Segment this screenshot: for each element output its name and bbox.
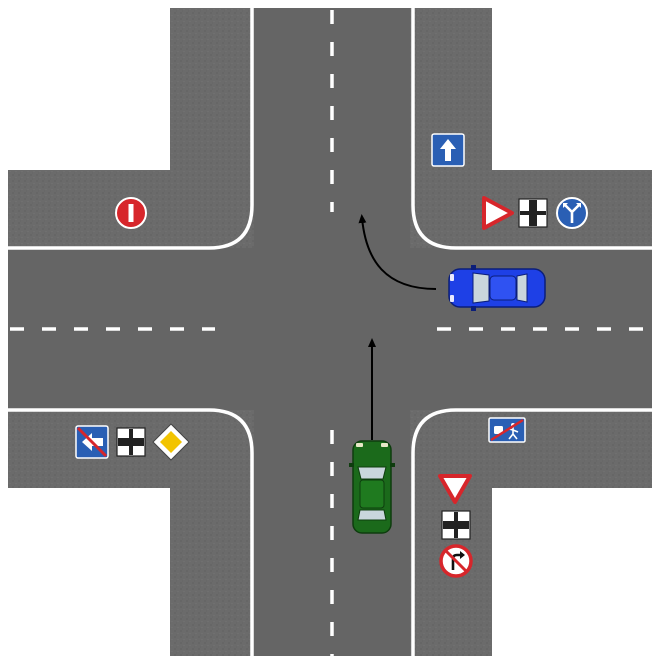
end-of-pedestrian-zone-sign-icon [488, 417, 526, 443]
movement-arrows [358, 214, 437, 440]
lane-markings [10, 10, 652, 656]
blue-car-path-arrow [358, 214, 437, 290]
curb-se [411, 408, 652, 656]
no-entry-sign-icon [115, 197, 147, 229]
signs-southeast [438, 417, 526, 578]
no-right-turn-sign-icon [439, 544, 473, 578]
yield-sign-icon [482, 196, 514, 230]
green-car [349, 440, 395, 534]
signs-southwest [75, 423, 190, 461]
keep-left-or-right-sign-icon [556, 197, 588, 229]
curb-sw [8, 408, 254, 656]
curb-nw [8, 8, 254, 250]
one-way-road-sign-icon [431, 133, 465, 167]
carriageway-horizontal [8, 248, 652, 410]
road-surface [8, 8, 652, 656]
curb-ne [411, 8, 652, 250]
yield-sign-icon [438, 474, 472, 504]
signs-northeast [431, 133, 588, 230]
end-of-one-way-road-sign-icon [75, 425, 109, 459]
priority-road-sign-icon [152, 423, 190, 461]
crossroad-shape-plate-icon [518, 198, 548, 228]
crossroad-shape-plate-icon [441, 510, 471, 540]
blue-car [448, 265, 546, 311]
curb-lines [8, 8, 652, 656]
signs-northwest [115, 197, 147, 229]
crossroad-shape-plate-icon [116, 427, 146, 457]
